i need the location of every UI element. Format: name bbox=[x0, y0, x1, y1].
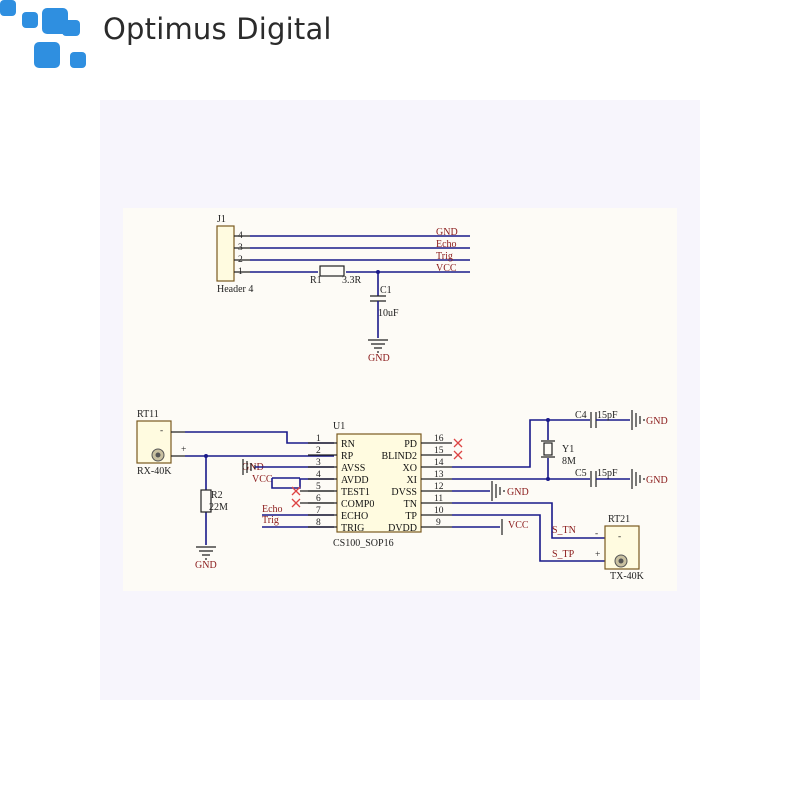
u1-pin-name-xi: XI bbox=[406, 475, 417, 486]
u1-pin-7: 7 bbox=[316, 506, 321, 516]
u1-pin-name-pd: PD bbox=[404, 439, 417, 450]
u1-pin-name-tn: TN bbox=[404, 499, 417, 510]
brand-name: Optimus Digital bbox=[103, 12, 332, 46]
u1-pin-12: 12 bbox=[434, 482, 444, 492]
c5-ref: C5 bbox=[575, 468, 587, 479]
y1-value: 8M bbox=[562, 456, 576, 467]
ic-echo-net-label: Echo bbox=[262, 504, 283, 515]
rt21-minus: - bbox=[595, 529, 598, 539]
optimus-digital-logo-icon bbox=[0, 0, 86, 68]
u1-pin-name-rp: RP bbox=[341, 451, 354, 462]
net-gnd-label: GND bbox=[436, 227, 458, 238]
u1-pin-name-avdd: AVDD bbox=[341, 475, 369, 486]
s-tp-label: S_TP bbox=[552, 549, 575, 560]
crystal-y1 bbox=[543, 442, 553, 456]
u1-pin-name-dvss: DVSS bbox=[391, 487, 417, 498]
rt11-plus-sign: + bbox=[181, 445, 186, 455]
r2-ref: R2 bbox=[211, 490, 223, 501]
ic-u1: U1 CS100_SOP16 1 2 3 4 5 6 7 8 RN RP AVS… bbox=[308, 421, 452, 549]
header-j1: J1 Header 4 4 3 2 1 bbox=[216, 214, 253, 295]
gnd-symbol-r2 bbox=[196, 546, 216, 560]
y1-ref: Y1 bbox=[562, 444, 574, 455]
c1-gnd-label: GND bbox=[368, 353, 390, 364]
j1-ref: J1 bbox=[217, 214, 226, 225]
u1-pin-name-tp: TP bbox=[405, 511, 417, 522]
r2-value: 22M bbox=[209, 502, 228, 513]
u1-pin-name-comp0: COMP0 bbox=[341, 499, 374, 510]
u1-pin-5: 5 bbox=[316, 482, 321, 492]
rt21-name: TX-40K bbox=[610, 571, 645, 582]
ic-trig-net-label: Trig bbox=[262, 515, 279, 526]
c4-ref: C4 bbox=[575, 410, 587, 421]
j1-name: Header 4 bbox=[217, 284, 253, 295]
rt11-minus: - bbox=[160, 426, 163, 436]
dvdd-vcc-label: VCC bbox=[508, 520, 529, 531]
dvss-gnd-label: GND bbox=[507, 487, 529, 498]
u1-pin-6: 6 bbox=[316, 494, 321, 504]
u1-pin-name-xo: XO bbox=[403, 463, 417, 474]
gnd-symbol-c5 bbox=[631, 469, 645, 489]
rt11-ref: RT11 bbox=[137, 409, 159, 420]
u1-pin-3: 3 bbox=[316, 458, 321, 468]
c1-value: 10uF bbox=[378, 308, 399, 319]
u1-pin-name-echo: ECHO bbox=[341, 511, 368, 522]
rt11-name: RX-40K bbox=[137, 466, 172, 477]
u1-pin-name-test1: TEST1 bbox=[341, 487, 370, 498]
avdd-vcc-label: VCC bbox=[252, 474, 273, 485]
net-trig-label: Trig bbox=[436, 251, 453, 262]
u1-pin-15: 15 bbox=[434, 446, 444, 456]
u1-pin-4: 4 bbox=[316, 470, 321, 480]
tx-transducer-rt21: RT21 TX-40K - + - bbox=[595, 514, 645, 582]
u1-pin-name-avss: AVSS bbox=[341, 463, 365, 474]
gnd-symbol-c1 bbox=[368, 339, 388, 353]
u1-pin-2: 2 bbox=[316, 446, 321, 456]
net-vcc-label: VCC bbox=[436, 263, 457, 274]
u1-pin-13: 13 bbox=[434, 470, 444, 480]
u1-pin-8: 8 bbox=[316, 518, 321, 528]
u1-ref: U1 bbox=[333, 421, 345, 432]
rt21-ref: RT21 bbox=[608, 514, 630, 525]
u1-pin-name-trig: TRIG bbox=[341, 523, 364, 534]
c5-value: 15pF bbox=[597, 468, 618, 479]
c4-value: 15pF bbox=[597, 410, 618, 421]
rx-transducer-rt11: RT11 RX-40K - + bbox=[136, 409, 186, 477]
u1-pin-16: 16 bbox=[434, 434, 444, 444]
resistor-r1 bbox=[319, 265, 345, 277]
r1-value: 3.3R bbox=[342, 275, 362, 286]
s-tn-label: S_TN bbox=[552, 525, 576, 536]
u1-pin-11: 11 bbox=[434, 494, 443, 504]
u1-part: CS100_SOP16 bbox=[333, 538, 394, 549]
c4-gnd-label: GND bbox=[646, 416, 668, 427]
resistor-r2 bbox=[200, 489, 212, 513]
u1-pin-name-dvdd: DVDD bbox=[388, 523, 417, 534]
c1-ref: C1 bbox=[380, 285, 392, 296]
u1-pin-9: 9 bbox=[436, 518, 441, 528]
gnd-symbol-dvss bbox=[491, 481, 505, 501]
net-echo-label: Echo bbox=[436, 239, 457, 250]
u1-pin-name-rn: RN bbox=[341, 439, 355, 450]
gnd-symbol-c4 bbox=[631, 410, 645, 430]
c5-gnd-label: GND bbox=[646, 475, 668, 486]
u1-pin-name-blind2: BLIND2 bbox=[381, 451, 417, 462]
rt21-plus-sign: + bbox=[595, 550, 600, 560]
u1-pin-14: 14 bbox=[434, 458, 444, 468]
gnd-symbol-avss bbox=[242, 459, 256, 475]
avss-gnd-label: GND bbox=[242, 462, 264, 473]
rt21-minus-inner: - bbox=[618, 532, 621, 542]
u1-pin-1: 1 bbox=[316, 434, 321, 444]
u1-pin-10: 10 bbox=[434, 506, 444, 516]
r1-ref: R1 bbox=[310, 275, 322, 286]
r2-gnd-label: GND bbox=[195, 560, 217, 571]
